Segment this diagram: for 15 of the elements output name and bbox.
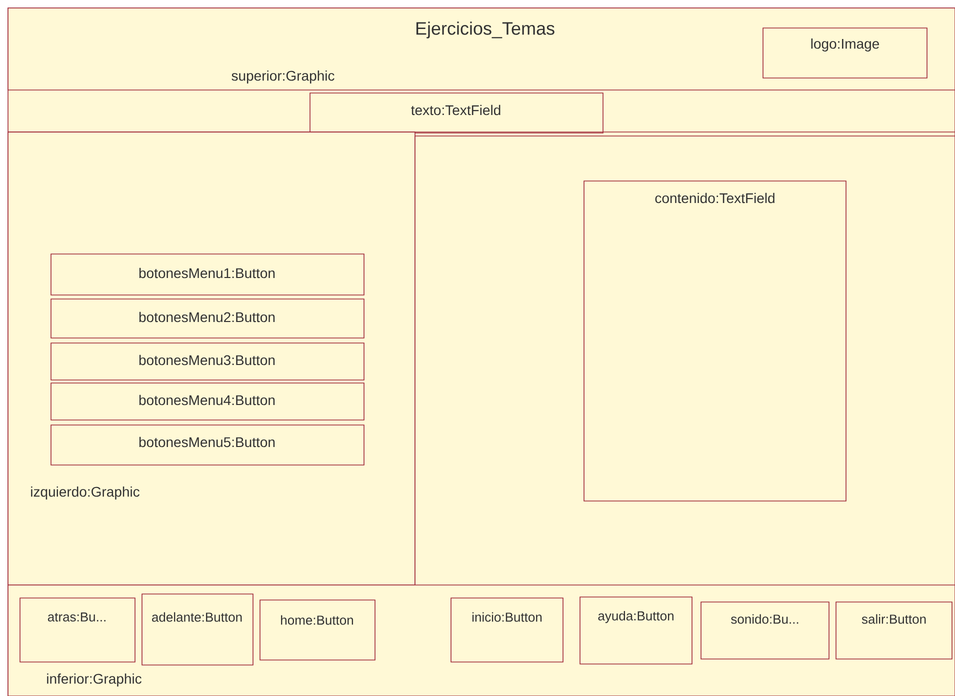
menu-button: botonesMenu2:Button: [50, 298, 364, 338]
nav-button: adelante:Button: [142, 594, 254, 666]
nav-button: inicio:Button: [450, 598, 564, 662]
nav-button: ayuda:Button: [580, 596, 692, 664]
menu-button: botonesMenu4:Button: [50, 382, 364, 420]
nav-button: sonido:Bu...: [700, 602, 830, 660]
image-frame: logo:Image: [762, 28, 928, 78]
menu-button: botonesMenu3:Button: [50, 342, 364, 380]
nav-button: home:Button: [260, 600, 376, 660]
nav-button: atras:Bu...: [20, 598, 136, 662]
text-field: texto:TextField: [310, 92, 604, 134]
menu-button: botonesMenu1:Button: [50, 254, 364, 296]
nav-button: salir:Button: [836, 602, 952, 660]
text-field: contenido:TextField: [584, 180, 846, 502]
menu-button: botonesMenu5:Button: [50, 424, 364, 466]
